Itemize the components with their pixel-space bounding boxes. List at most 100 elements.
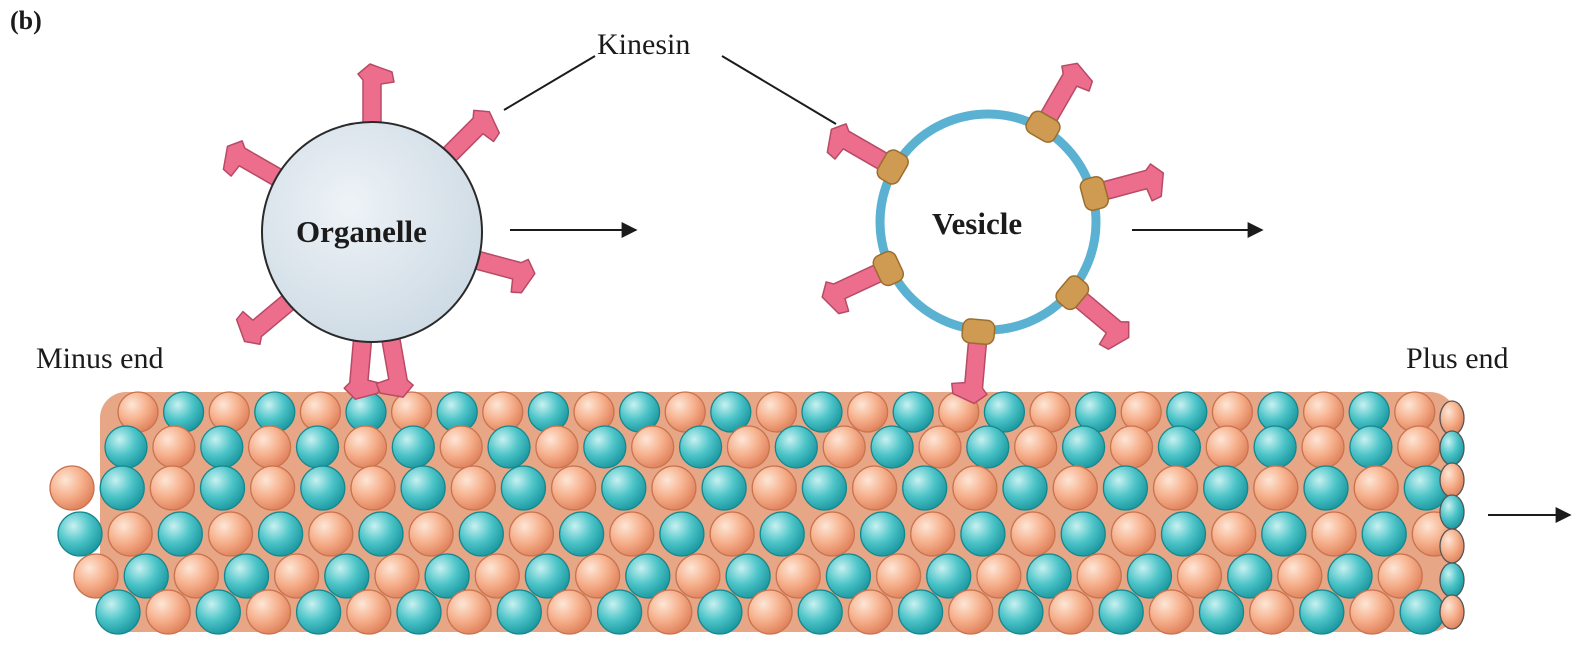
kinesin-leader-line-right bbox=[721, 55, 837, 125]
beta-tubulin-subunit bbox=[1361, 511, 1407, 557]
beta-tubulin-subunit bbox=[1126, 553, 1173, 599]
alpha-tubulin-subunit bbox=[775, 553, 821, 599]
beta-tubulin-subunit bbox=[1061, 425, 1106, 469]
beta-tubulin-subunit bbox=[926, 553, 972, 599]
beta-tubulin-subunit bbox=[1157, 425, 1202, 469]
plus-end-cap bbox=[1439, 400, 1465, 630]
vesicle-receptor bbox=[876, 149, 909, 185]
kinesin-motor bbox=[473, 250, 536, 294]
beta-tubulin-subunit bbox=[1166, 391, 1208, 433]
beta-tubulin-subunit bbox=[104, 425, 148, 469]
beta-tubulin-subunit bbox=[1102, 465, 1149, 511]
protofilament-row bbox=[73, 553, 1423, 599]
kinesin-motor bbox=[375, 336, 414, 398]
vesicle-label: Vesicle bbox=[932, 206, 1023, 241]
alpha-tubulin-subunit bbox=[145, 589, 191, 635]
vesicle-kinesin-motors bbox=[821, 62, 1165, 405]
beta-tubulin-subunit bbox=[1026, 553, 1072, 599]
beta-tubulin-subunit bbox=[998, 589, 1044, 635]
alpha-tubulin-subunit bbox=[1377, 553, 1423, 599]
beta-tubulin-subunit bbox=[897, 589, 944, 635]
beta-tubulin-subunit bbox=[199, 465, 246, 511]
beta-tubulin-subunit bbox=[1253, 425, 1297, 469]
beta-tubulin-subunit bbox=[95, 589, 141, 635]
beta-tubulin-subunit bbox=[500, 465, 547, 511]
beta-tubulin-subunit bbox=[701, 465, 747, 511]
alpha-tubulin-subunit bbox=[918, 425, 962, 469]
protofilament-row bbox=[104, 425, 1441, 469]
protofilament-row bbox=[95, 589, 1445, 635]
alpha-tubulin-subunit bbox=[408, 511, 454, 557]
alpha-tubulin-subunit bbox=[1152, 465, 1199, 511]
beta-tubulin-subunit bbox=[759, 511, 805, 557]
alpha-tubulin-subunit bbox=[809, 511, 856, 557]
alpha-tubulin-subunit bbox=[709, 511, 755, 557]
vesicle-receptors bbox=[872, 110, 1109, 346]
beta-tubulin-subunit bbox=[1299, 589, 1345, 635]
plus-end-label: Plus end bbox=[1406, 342, 1509, 375]
kinesin-motor bbox=[357, 63, 395, 125]
beta-tubulin-subunit bbox=[1227, 553, 1273, 599]
organelle-kinesin-motors bbox=[222, 63, 536, 400]
alpha-tubulin-subunit bbox=[647, 589, 693, 635]
protofilament-row bbox=[49, 465, 1449, 511]
kinesin-motor bbox=[826, 123, 888, 170]
beta-tubulin-subunit bbox=[801, 465, 848, 511]
alpha-tubulin-subunit bbox=[1397, 425, 1441, 469]
beta-tubulin-subunit bbox=[825, 553, 872, 599]
alpha-tubulin-subunit bbox=[73, 553, 119, 599]
alpha-tubulin-subunit bbox=[446, 589, 492, 635]
alpha-tubulin-subunit bbox=[535, 425, 579, 469]
alpha-tubulin-subunit bbox=[249, 465, 296, 511]
alpha-tubulin-subunit bbox=[439, 425, 483, 469]
beta-tubulin-subunit bbox=[487, 425, 531, 469]
vesicle-receptor bbox=[872, 250, 905, 287]
beta-tubulin-subunit bbox=[496, 589, 542, 635]
beta-tubulin-subunit bbox=[1198, 589, 1245, 635]
beta-tubulin-subunit bbox=[157, 511, 203, 557]
alpha-tubulin-subunit bbox=[508, 511, 555, 557]
beta-tubulin-subunit bbox=[558, 511, 605, 557]
beta-tubulin-subunit bbox=[200, 425, 244, 469]
alpha-tubulin-subunit bbox=[247, 425, 292, 469]
alpha-tubulin-subunit bbox=[208, 391, 250, 433]
alpha-tubulin-subunit bbox=[1110, 511, 1157, 557]
organelle bbox=[261, 121, 483, 343]
alpha-tubulin-subunit bbox=[343, 425, 388, 469]
alpha-tubulin-subunit bbox=[1052, 465, 1098, 511]
alpha-tubulin-subunit bbox=[49, 465, 95, 511]
beta-tubulin-subunit bbox=[697, 589, 743, 635]
beta-tubulin-subunit bbox=[195, 589, 241, 635]
beta-tubulin-subunit bbox=[725, 553, 771, 599]
alpha-tubulin-subunit bbox=[1353, 465, 1399, 511]
alpha-tubulin-subunit bbox=[948, 589, 994, 635]
alpha-tubulin-subunit bbox=[847, 589, 894, 635]
alpha-tubulin-subunit bbox=[308, 511, 354, 557]
cap-subunit bbox=[1439, 400, 1465, 436]
beta-tubulin-subunit bbox=[966, 425, 1010, 469]
vesicle-receptor bbox=[1055, 275, 1090, 311]
kinesin-label: Kinesin bbox=[597, 28, 691, 61]
alpha-tubulin-subunit bbox=[550, 465, 597, 511]
alpha-tubulin-subunit bbox=[152, 425, 196, 469]
beta-tubulin-subunit bbox=[659, 511, 705, 557]
alpha-tubulin-subunit bbox=[952, 465, 998, 511]
alpha-tubulin-subunit bbox=[374, 553, 420, 599]
vesicle-receptor bbox=[961, 318, 996, 346]
beta-tubulin-subunit bbox=[391, 425, 435, 469]
alpha-tubulin-subunit bbox=[822, 425, 866, 469]
alpha-tubulin-subunit bbox=[846, 391, 889, 433]
alpha-tubulin-subunit bbox=[631, 425, 675, 469]
kinesin-motor bbox=[1074, 292, 1130, 350]
kinesin-motor bbox=[441, 109, 501, 163]
beta-tubulin-subunit bbox=[1060, 511, 1106, 557]
microtubule bbox=[49, 391, 1465, 635]
beta-tubulin-subunit bbox=[892, 391, 934, 433]
beta-tubulin-subunit bbox=[902, 465, 948, 511]
kinesin-motor bbox=[1102, 163, 1165, 202]
beta-tubulin-subunit bbox=[524, 553, 571, 599]
beta-tubulin-subunit bbox=[1261, 511, 1307, 557]
alpha-tubulin-subunit bbox=[1205, 425, 1249, 469]
beta-tubulin-subunit bbox=[859, 511, 906, 557]
